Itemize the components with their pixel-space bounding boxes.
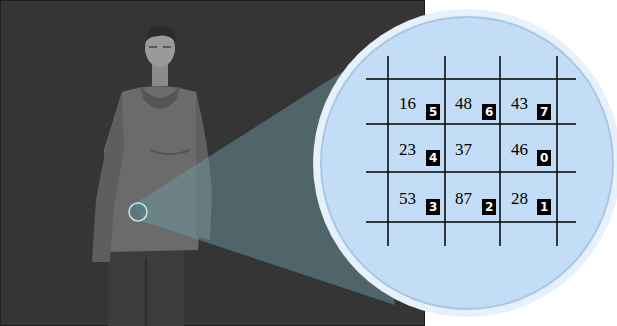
pixel-value: 37: [455, 141, 472, 158]
pixel-value: 48: [455, 95, 472, 112]
neighbour-index: 3: [426, 199, 440, 215]
pixel-value: 16: [399, 95, 416, 112]
pixel-value: 43: [511, 95, 528, 112]
neighbour-index: 2: [482, 199, 496, 215]
pixel-value: 23: [399, 141, 416, 158]
neighbour-index: 1: [537, 199, 551, 215]
pixel-value: 46: [511, 141, 528, 158]
neighbour-index: 5: [426, 104, 440, 120]
neighbour-index: 6: [482, 104, 496, 120]
sample-point: [129, 203, 147, 221]
magnifier-lens: [321, 17, 613, 309]
neighbour-index: 7: [537, 104, 551, 120]
neighbour-index: 4: [426, 150, 440, 166]
pixel-value: 53: [399, 190, 416, 207]
pixel-value: 87: [455, 190, 472, 207]
magnifier-rim: [313, 9, 617, 317]
neighbour-index: 0: [537, 150, 551, 166]
pixel-value: 28: [511, 190, 528, 207]
pixel-grid: [366, 56, 576, 246]
